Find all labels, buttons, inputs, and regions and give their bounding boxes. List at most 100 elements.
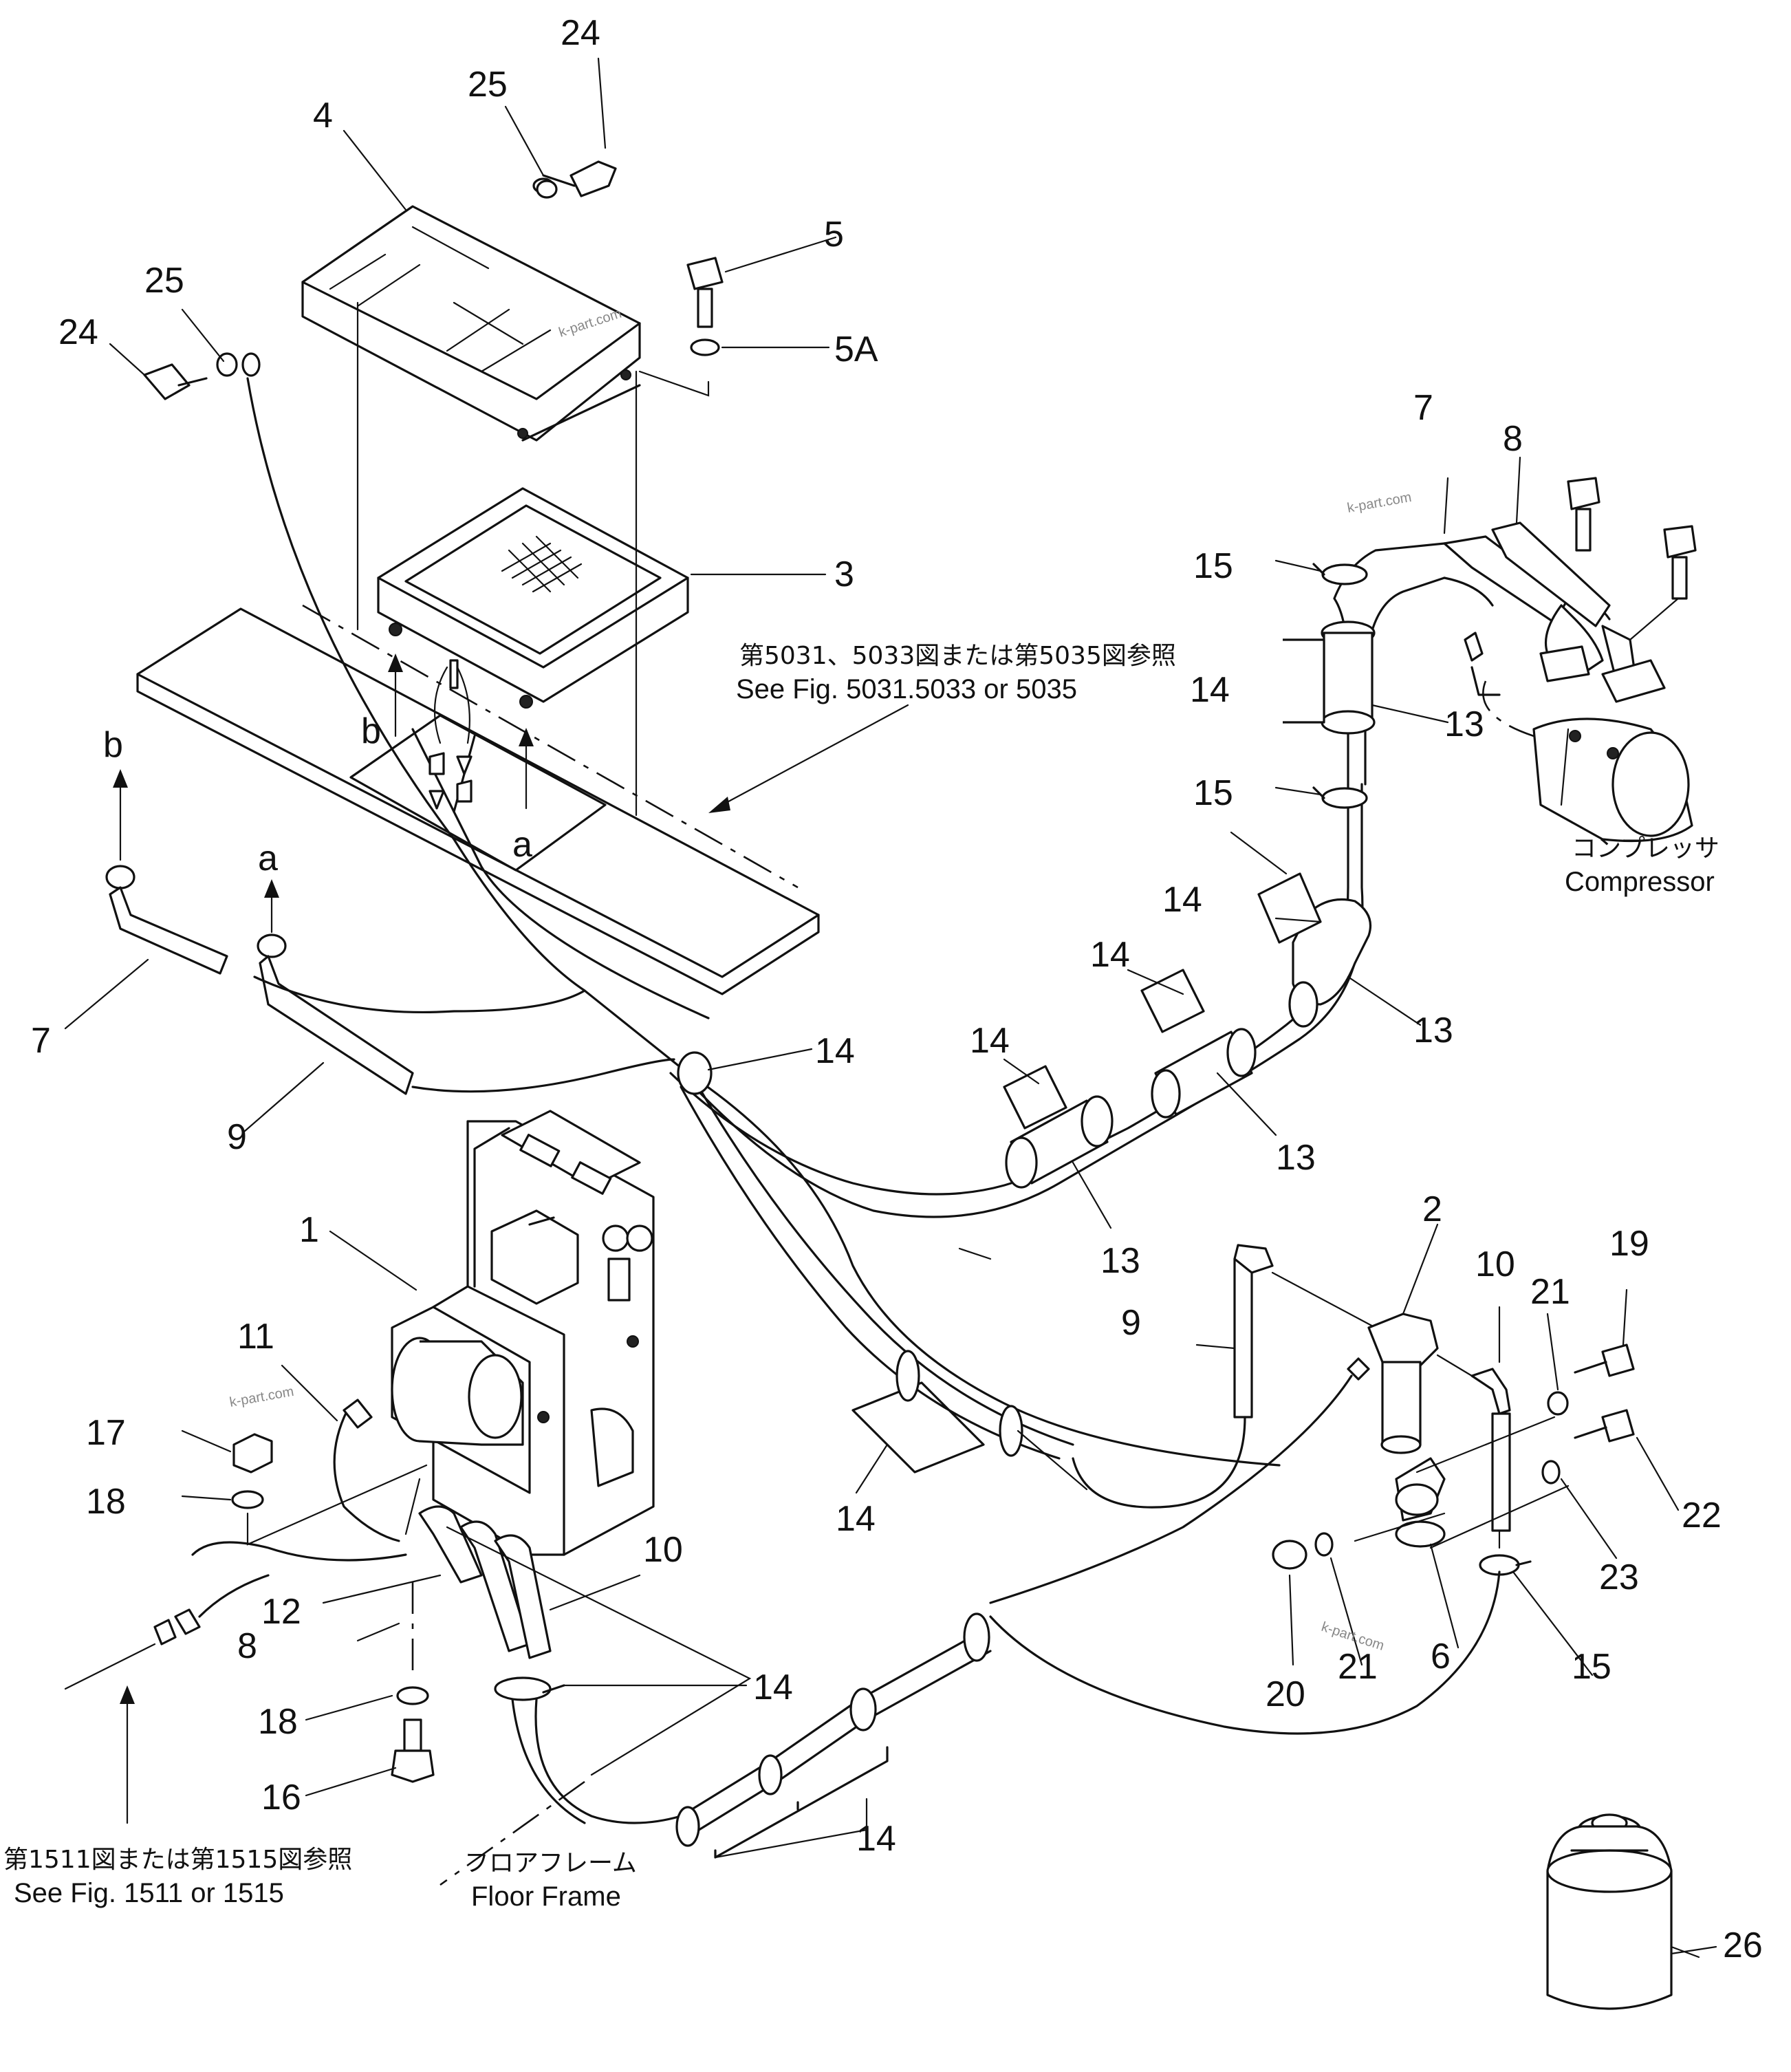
arrow-a-left — [264, 879, 279, 934]
arrow-b-left — [113, 769, 128, 861]
washer-21-lower — [1314, 1532, 1334, 1557]
clamp-15-a — [1312, 563, 1368, 585]
callout-15-a: 15 — [1193, 546, 1233, 586]
callout-9-right: 9 — [1121, 1303, 1141, 1343]
note-fig1511-en: See Fig. 1511 or 1515 — [14, 1878, 284, 1908]
callout-21-a: 21 — [1530, 1272, 1570, 1312]
bracket-6 — [1395, 1457, 1446, 1548]
note-floor-en: Floor Frame — [471, 1881, 621, 1912]
callout-20: 20 — [1266, 1674, 1305, 1714]
washer-18-left — [231, 1490, 264, 1509]
washer-18-lower — [396, 1686, 429, 1705]
callout-18-b: 18 — [258, 1702, 298, 1742]
hose-10-lower — [459, 1520, 531, 1652]
note-floor-jp: フロアフレーム — [464, 1849, 637, 1877]
arrow-a-floor — [519, 728, 534, 810]
arrow-b-floor — [388, 654, 403, 737]
washer-25-upper — [536, 180, 558, 199]
callout-4: 4 — [313, 96, 333, 136]
hose-7-left — [105, 865, 228, 975]
callout-19: 19 — [1609, 1224, 1649, 1264]
callout-13-b: 13 — [1413, 1011, 1453, 1050]
callout-18-a: 18 — [86, 1482, 126, 1522]
note-compressor-en: Compressor — [1565, 867, 1715, 897]
receiver-drier-2 — [1367, 1313, 1439, 1454]
grommet-13-a — [1321, 620, 1376, 735]
note-fig1511-jp: 第1511図または第1515図参照 — [3, 1846, 352, 1874]
callout-24-upper: 24 — [561, 13, 600, 53]
callout-7-left: 7 — [31, 1021, 51, 1061]
clamp-14-floor-c — [849, 1687, 877, 1731]
hose-9-right — [1072, 1244, 1274, 1509]
callout-17: 17 — [86, 1413, 126, 1453]
note-compressor-jp: コンプレッサ — [1572, 834, 1719, 863]
callout-8-left: 8 — [237, 1626, 257, 1666]
clamp-15-c — [1479, 1554, 1532, 1576]
clamp-14-mid — [896, 1350, 1023, 1457]
callout-24-left: 24 — [58, 312, 98, 352]
callout-14-e: 14 — [815, 1031, 855, 1071]
bolt-16 — [391, 1718, 435, 1783]
clamp-14-floor-a — [675, 1806, 700, 1847]
callout-labels: 1 2 3 4 5 5A 6 7 7 8 8 9 9 10 10 11 12 1… — [31, 13, 1763, 1965]
svg-text:k-part.com: k-part.com — [228, 1384, 295, 1410]
hose-8-lower — [494, 1534, 552, 1659]
clamp-14-floor-d — [963, 1612, 990, 1662]
nut-17 — [232, 1433, 273, 1474]
label-a-floor: a — [512, 825, 532, 865]
note-fig5031-en: See Fig. 5031.5033 or 5035 — [736, 674, 1077, 704]
tape-14-d — [851, 1381, 985, 1474]
bolt-19 — [1574, 1343, 1635, 1377]
hose-12 — [418, 1505, 483, 1584]
bolt-22 — [1574, 1409, 1635, 1443]
washer-5a — [690, 338, 720, 356]
clamp-14-top — [677, 1051, 713, 1095]
tape-14-e — [1283, 638, 1325, 724]
notes: 第5031、5033図または第5035図参照 See Fig. 5031.503… — [3, 642, 1719, 1912]
callout-8-right: 8 — [1503, 419, 1523, 459]
callout-2: 2 — [1422, 1189, 1442, 1229]
callout-10-right: 10 — [1475, 1244, 1515, 1284]
callout-1: 1 — [299, 1210, 319, 1250]
callout-13-a: 13 — [1444, 704, 1484, 744]
callout-14-c: 14 — [1090, 935, 1130, 975]
hose-8-upper — [1491, 521, 1611, 627]
expansion-valve-part-26 — [1546, 1813, 1673, 2010]
clamp-14-floor-b — [758, 1754, 783, 1795]
callout-13-d: 13 — [1100, 1241, 1140, 1281]
leader-lines — [64, 57, 1717, 1958]
callout-26: 26 — [1723, 1925, 1763, 1965]
callout-21-b: 21 — [1338, 1647, 1378, 1687]
floor-plate — [136, 604, 820, 995]
compressor-bolt-1 — [1567, 477, 1600, 552]
clamp-14-lower — [494, 1676, 552, 1701]
nut-20 — [1272, 1540, 1307, 1570]
callout-9-left: 9 — [227, 1117, 247, 1157]
compressor-bolt-2 — [1663, 525, 1697, 600]
hose-9-left — [257, 934, 414, 1095]
callout-15-b: 15 — [1193, 773, 1233, 813]
filter-mesh-icon — [501, 535, 583, 593]
tape-14-b — [1140, 969, 1205, 1033]
filter-part-3 — [377, 487, 689, 709]
note-fig5031-jp: 第5031、5033図または第5035図参照 — [739, 642, 1176, 670]
callout-6: 6 — [1431, 1637, 1451, 1676]
grommet-13-c — [1151, 1028, 1257, 1119]
callout-5: 5 — [824, 215, 844, 255]
callout-22: 22 — [1682, 1496, 1722, 1535]
callout-16: 16 — [261, 1778, 301, 1817]
label-b-left: b — [103, 725, 123, 765]
callout-12: 12 — [261, 1592, 301, 1632]
washer-21-upper — [1547, 1391, 1569, 1416]
watermarks: k-part.com k-part.com k-part.com k-part.… — [228, 306, 1413, 1654]
compressor — [1464, 632, 1693, 843]
bolt-24-left — [143, 363, 208, 400]
bolt-5 — [686, 257, 724, 328]
washer-23 — [1541, 1460, 1561, 1485]
callout-14-f: 14 — [836, 1499, 876, 1539]
tape-14-c — [1003, 1065, 1067, 1130]
label-b-floor: b — [361, 711, 381, 751]
callout-11: 11 — [237, 1317, 274, 1357]
callout-14-a: 14 — [1190, 670, 1230, 710]
